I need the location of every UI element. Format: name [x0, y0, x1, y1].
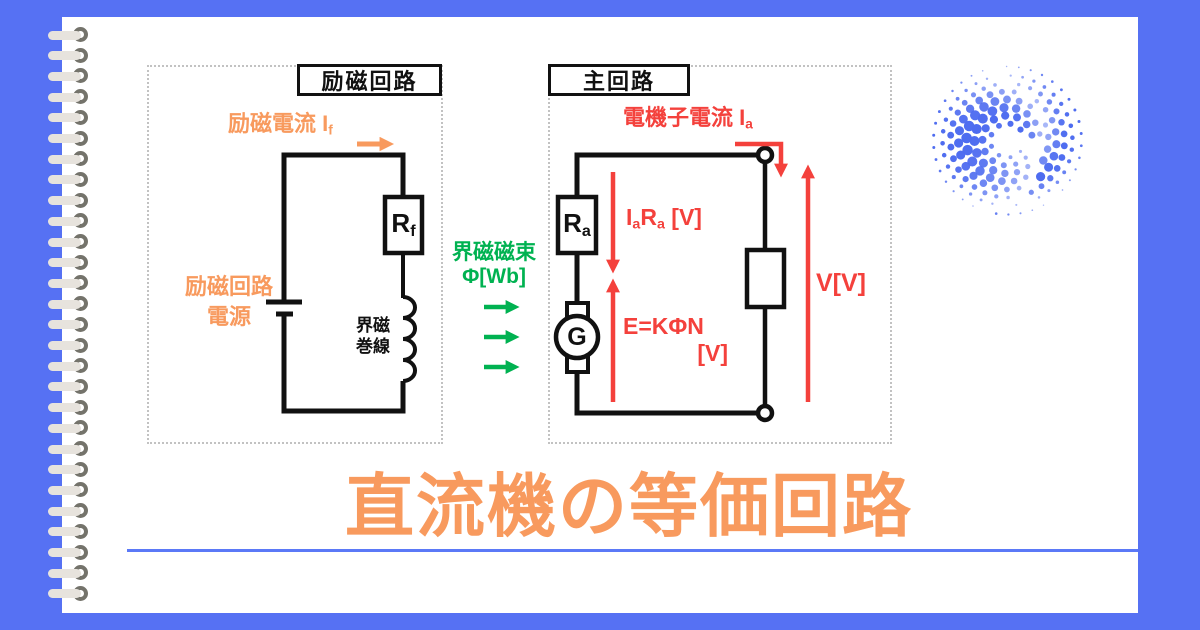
binder-ring: [48, 275, 88, 291]
binder-ring: [48, 151, 88, 167]
armature-current-label: 電機子電流 Ia: [623, 105, 753, 132]
main-panel-title: 主回路: [548, 64, 690, 96]
excitation-panel-title-text: 励磁回路: [321, 69, 418, 94]
title-underline: [127, 549, 1138, 552]
main-panel-title-text: 主回路: [582, 69, 655, 94]
armature-resistor-label: Ra: [563, 208, 591, 241]
voltage-drop-label: IaRa [V]: [626, 204, 702, 233]
excitation-current-label: 励磁電流 If: [228, 111, 333, 138]
binder-ring: [48, 585, 88, 602]
binder-ring: [48, 68, 88, 84]
binder-ring: [48, 27, 88, 43]
flux-label: 界磁磁束 Φ[Wb]: [452, 241, 536, 288]
terminal-voltage-label: V[V]: [816, 269, 866, 297]
binder-ring: [48, 296, 88, 312]
binder-ring: [48, 316, 88, 333]
field-resistor-label: Rf: [391, 208, 416, 241]
binder-ring: [48, 523, 88, 540]
binder-ring: [48, 47, 88, 64]
binder-ring: [48, 234, 88, 250]
binder-ring: [48, 337, 88, 354]
binder-ring: [48, 420, 88, 436]
binder-ring: [48, 544, 88, 561]
excitation-panel-title: 励磁回路: [297, 64, 442, 96]
binder-ring: [48, 192, 88, 209]
excitation-panel-frame: [147, 65, 443, 444]
binder-ring: [48, 213, 88, 229]
emf-label: E=KΦN [V]: [623, 313, 728, 366]
binder-ring: [48, 399, 88, 416]
binder-ring: [48, 461, 88, 478]
binder-ring: [48, 171, 88, 188]
field-winding-label: 界磁 巻線: [356, 316, 390, 356]
excitation-source-label: 励磁回路 電源: [184, 274, 273, 329]
generator-label: G: [567, 322, 587, 351]
binder-ring: [48, 109, 88, 126]
binder-ring: [48, 565, 88, 581]
binder-ring: [48, 254, 88, 271]
binder-ring: [48, 130, 88, 147]
page-title: 直流機の等価回路: [345, 468, 913, 545]
binder-ring: [48, 441, 88, 457]
binder-ring: [48, 89, 88, 105]
binder-ring: [48, 358, 88, 374]
main-panel-frame: [548, 65, 892, 444]
binder-ring: [48, 378, 88, 395]
binder-ring: [48, 482, 88, 498]
binder-ring: [48, 503, 88, 519]
brand-logo: [932, 65, 1083, 216]
